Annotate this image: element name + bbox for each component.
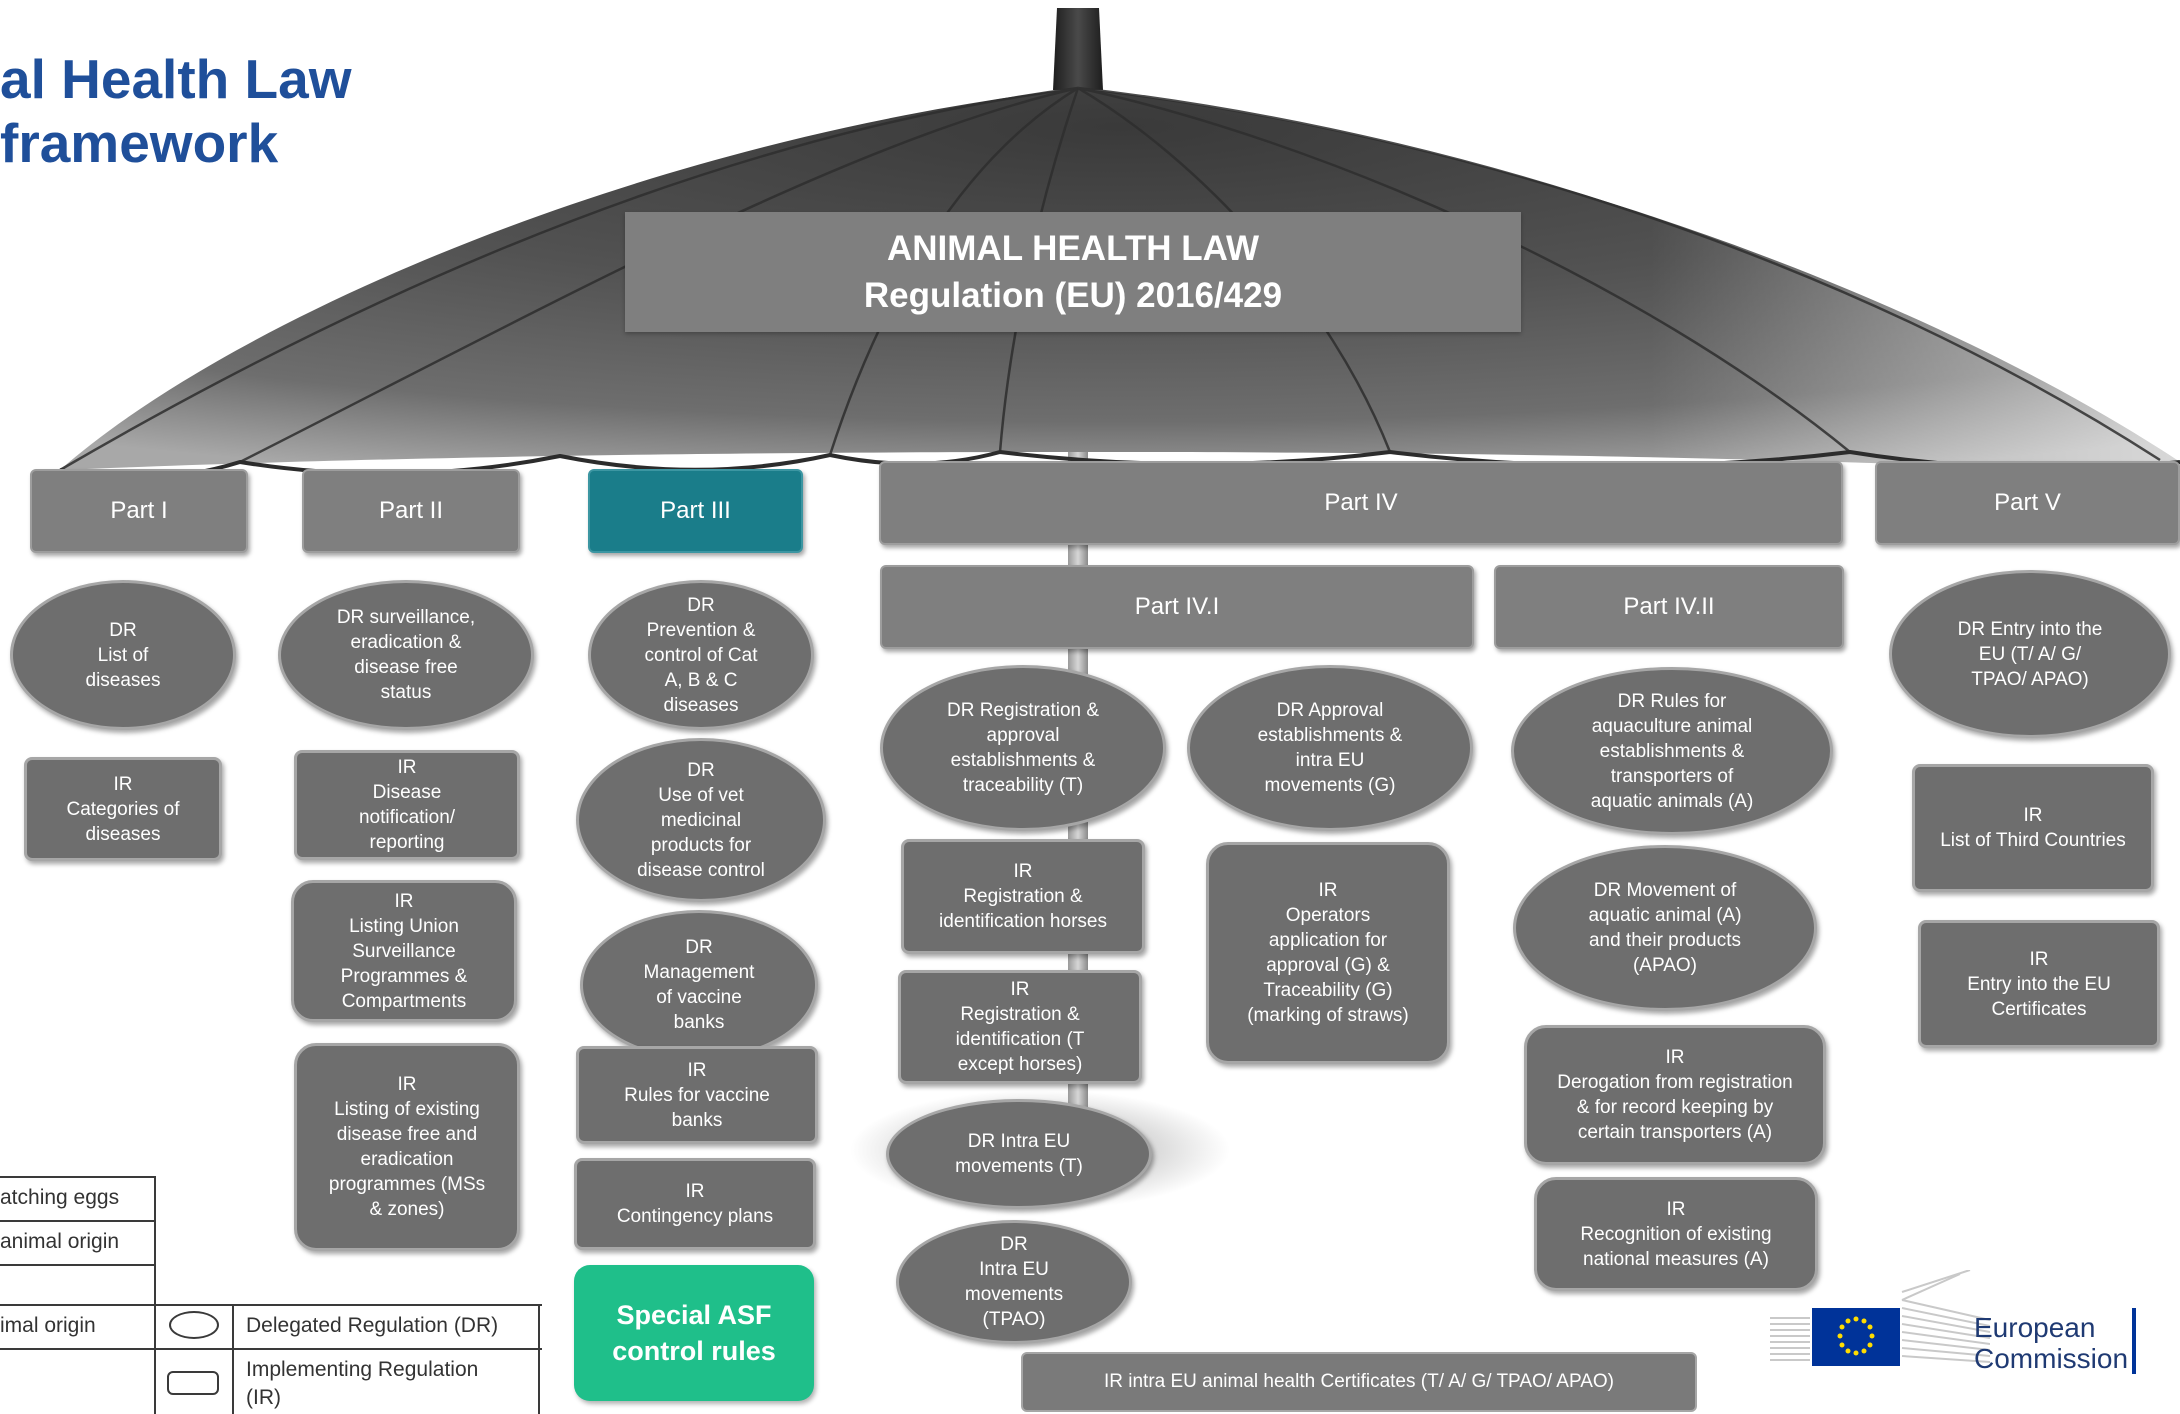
dr-vaccine-banks: DR Management of vaccine banks: [580, 910, 818, 1060]
ir-operators-approval: IR Operators application for approval (G…: [1206, 842, 1450, 1064]
part-2-header: Part II: [302, 469, 520, 553]
dr-intra-eu-movements-tpao: DR Intra EU movements (TPAO): [896, 1220, 1132, 1344]
banner-title: ANIMAL HEALTH LAW: [887, 229, 1259, 268]
legend-ir-label: Implementing Regulation (IR): [246, 1358, 479, 1409]
logo-text-commission: Commission: [1974, 1343, 2129, 1374]
dr-intra-eu-movements-t: DR Intra EU movements (T): [886, 1099, 1152, 1209]
ir-vaccine-bank-rules: IR Rules for vaccine banks: [576, 1046, 818, 1144]
logo-text-european: European: [1974, 1312, 2096, 1343]
dr-entry-into-eu: DR Entry into the EU (T/ A/ G/ TPAO/ APA…: [1889, 570, 2171, 738]
logo-divider: [2132, 1308, 2136, 1374]
ir-registration-horses: IR Registration & identification horses: [901, 839, 1145, 954]
ir-intra-eu-certificates-bar: IR intra EU animal health Certificates (…: [1021, 1352, 1697, 1412]
ir-derogation-registration: IR Derogation from registration & for re…: [1524, 1025, 1826, 1165]
ir-disease-notification: IR Disease notification/ reporting: [294, 750, 520, 860]
legend-row-animal-origin: animal origin: [0, 1230, 120, 1253]
page-title-line-1: al Health Law: [0, 48, 352, 110]
ir-list-third-countries: IR List of Third Countries: [1912, 764, 2154, 892]
ec-building-icon: [1770, 1270, 1990, 1366]
animal-health-law-banner: ANIMAL HEALTH LAW Regulation (EU) 2016/4…: [625, 212, 1521, 332]
legend-row-hatching-eggs: atching eggs: [0, 1186, 120, 1209]
ir-recognition-national-measures: IR Recognition of existing national meas…: [1534, 1177, 1818, 1291]
part-4-1-header: Part IV.I: [880, 565, 1474, 649]
dr-aquaculture-rules: DR Rules for aquaculture animal establis…: [1511, 667, 1833, 835]
ir-listing-existing-programmes: IR Listing of existing disease free and …: [294, 1043, 520, 1251]
dr-movement-aquatic: DR Movement of aquatic animal (A) and th…: [1513, 845, 1817, 1011]
dr-list-of-diseases: DR List of diseases: [10, 580, 236, 730]
ir-listing-union-surveillance: IR Listing Union Surveillance Programmes…: [291, 880, 517, 1022]
dr-surveillance-eradication: DR surveillance, eradication & disease f…: [278, 580, 534, 730]
legend-row-animal-origin-2: imal origin: [0, 1314, 96, 1337]
part-1-header: Part I: [30, 469, 248, 553]
legend-rounded-rect-icon: [167, 1371, 219, 1395]
ir-contingency-plans: IR Contingency plans: [574, 1158, 816, 1250]
part-3-header: Part III: [588, 469, 803, 553]
part-5-header: Part V: [1875, 461, 2180, 545]
dr-prevention-control: DR Prevention & control of Cat A, B & C …: [588, 580, 814, 730]
part-4-2-header: Part IV.II: [1494, 565, 1844, 649]
dr-approval-establishments: DR Approval establishments & intra EU mo…: [1187, 665, 1473, 831]
legend-ellipse-icon: [169, 1311, 219, 1339]
european-commission-logo: European Commission: [1770, 1270, 2180, 1410]
banner-regulation: Regulation (EU) 2016/429: [863, 276, 1283, 315]
legend-dr-label: Delegated Regulation (DR): [246, 1314, 499, 1337]
page-title-line-2: framework: [0, 112, 279, 174]
dr-registration-approval: DR Registration & approval establishment…: [880, 665, 1166, 831]
dr-vet-medicinal-products: DR Use of vet medicinal products for dis…: [576, 738, 826, 902]
special-asf-control-rules: Special ASF control rules: [574, 1265, 814, 1401]
legend-table: atching eggs animal origin imal origin D…: [0, 1176, 545, 1414]
ir-entry-certificates: IR Entry into the EU Certificates: [1918, 920, 2160, 1048]
ir-registration-except-horses: IR Registration & identification (T exce…: [898, 970, 1142, 1084]
ir-categories-of-diseases: IR Categories of diseases: [24, 757, 222, 861]
part-4-header: Part IV: [879, 461, 1843, 545]
